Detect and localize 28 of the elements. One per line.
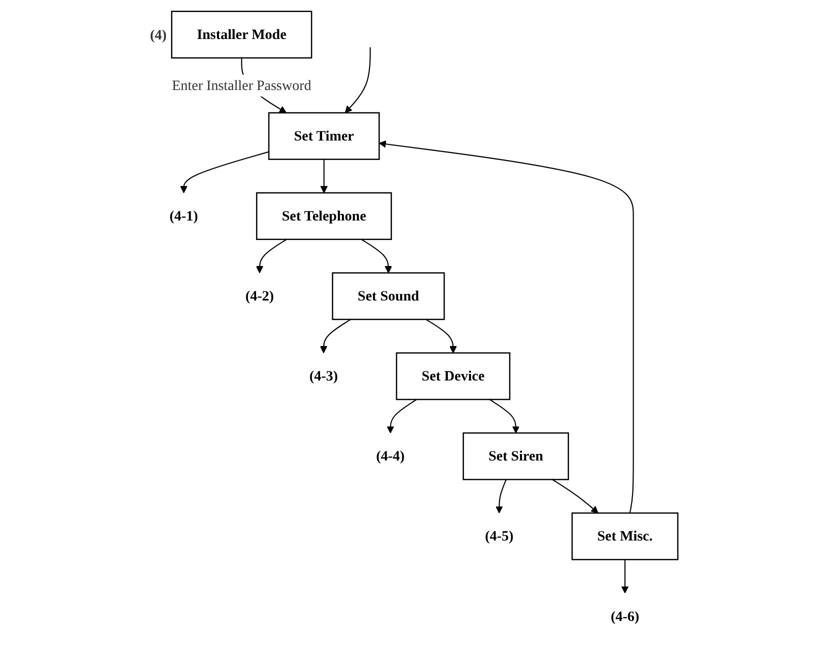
arrow: [387, 399, 418, 434]
node-text: (4-4): [376, 448, 406, 464]
node-box: Installer Mode: [171, 10, 313, 59]
node-box: Set Misc.: [572, 512, 679, 560]
node-box: Set Siren: [463, 432, 570, 480]
arrow: [180, 151, 270, 194]
step-number: (4): [150, 28, 168, 44]
node-text: (4-6): [611, 608, 640, 624]
edge-label: Enter Installer Password: [172, 77, 312, 94]
arrow: [362, 238, 392, 274]
arrow: [622, 560, 630, 594]
arrow: [379, 140, 634, 514]
arrow: [320, 159, 328, 194]
arrow: [320, 318, 352, 354]
arrow: [552, 479, 599, 514]
arrow: [345, 47, 372, 114]
node-box: Set Telephone: [256, 192, 392, 240]
node-text: (4-2): [246, 288, 274, 304]
arrow: [490, 399, 520, 434]
arrow: [496, 479, 508, 514]
node-box: Set Timer: [268, 112, 380, 160]
node-text: (4-3): [310, 368, 338, 384]
node-box: Set Sound: [332, 272, 446, 320]
node-box: Set Device: [396, 352, 511, 400]
node-text: (4-5): [485, 528, 514, 544]
arrow: [426, 318, 458, 354]
arrow: [256, 238, 288, 274]
node-text: (4-1): [170, 208, 198, 224]
